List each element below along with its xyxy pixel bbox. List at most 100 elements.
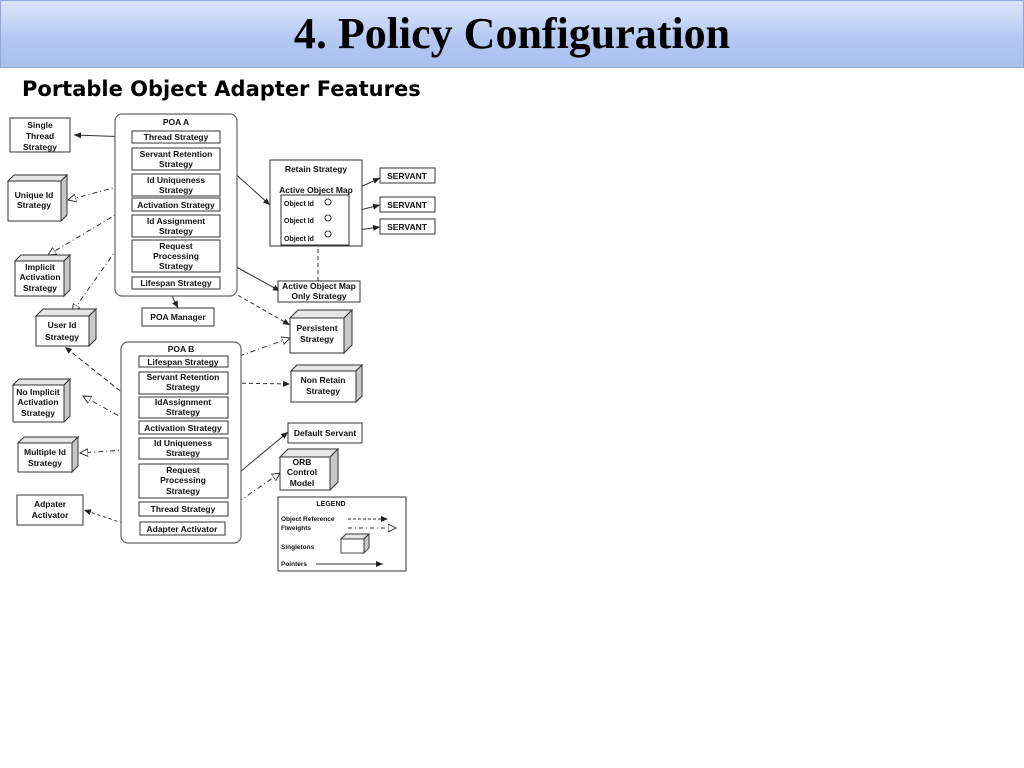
conn-activator-adpater bbox=[83, 509, 141, 530]
adpater-activator-box bbox=[16, 494, 84, 526]
poa-a-thread-label: Thread Strategy bbox=[144, 132, 209, 142]
orb-control-box-side bbox=[329, 447, 339, 492]
poa-a-uniqueness-label-2: Strategy bbox=[159, 185, 193, 195]
slide-title: 4. Policy Configuration bbox=[293, 9, 731, 58]
retain-strategy-title: Retain Strategy bbox=[285, 164, 348, 174]
multiple-id-label-1: Multiple Id bbox=[24, 447, 66, 457]
poa-b-lifespan-label: Lifespan Strategy bbox=[147, 357, 219, 367]
object-id-1: Object Id bbox=[284, 201, 314, 208]
poa-b-retention-box bbox=[138, 371, 229, 395]
poa-a-retention-label-2: Strategy bbox=[159, 159, 193, 169]
servant-box-1 bbox=[379, 167, 436, 184]
user-id-box-top bbox=[34, 308, 98, 317]
user-id-box bbox=[35, 315, 90, 347]
poa-b-thread-label: Thread Strategy bbox=[151, 504, 216, 514]
no-implicit-label-2: Activation bbox=[17, 397, 58, 407]
legend-singleton-icon bbox=[340, 538, 365, 554]
poa-a-assignment-label-1: Id Assignment bbox=[147, 216, 205, 226]
poa-a-uniqueness-label-1: Id Uniqueness bbox=[147, 175, 205, 185]
poa-a-request-label-3: Strategy bbox=[159, 261, 193, 271]
no-implicit-box bbox=[12, 384, 65, 423]
poa-a-request-label-1: Request bbox=[159, 241, 193, 251]
poa-diagram: POA A Thread Strategy Servant Retention … bbox=[6, 113, 436, 572]
persistent-box-top bbox=[288, 309, 354, 319]
no-implicit-label-3: Strategy bbox=[21, 408, 55, 418]
multiple-id-box-side bbox=[71, 435, 79, 474]
legend-flyweights: Flweights bbox=[281, 525, 311, 532]
active-map-only-label-2: Only Strategy bbox=[291, 291, 347, 301]
poa-a-activation-label: Activation Strategy bbox=[137, 200, 215, 210]
unique-id-box-side bbox=[60, 173, 68, 223]
single-thread-label-2: Thread bbox=[26, 131, 54, 141]
implicit-activation-label-2: Activation bbox=[19, 272, 60, 282]
poa-b-activation-label: Activation Strategy bbox=[144, 423, 222, 433]
poa-b-thread-box bbox=[138, 501, 229, 517]
persistent-box-side bbox=[343, 308, 353, 355]
servant-label-1: SERVANT bbox=[387, 171, 428, 181]
non-retain-box-side bbox=[355, 363, 363, 404]
poa-b-request-label-3: Strategy bbox=[166, 486, 200, 496]
active-map-only-box bbox=[277, 280, 361, 303]
poa-b-activator-box bbox=[139, 521, 226, 536]
poa-b-activator-label: Adapter Activator bbox=[146, 524, 218, 534]
poa-b-request-label-1: Request bbox=[166, 465, 200, 475]
poa-a-request-box bbox=[131, 239, 221, 273]
poa-a-thread-box bbox=[131, 130, 221, 144]
slide-subtitle: Portable Object Adapter Features bbox=[22, 77, 421, 101]
persistent-box bbox=[289, 317, 345, 354]
adpater-activator-label-2: Activator bbox=[32, 510, 70, 520]
persistent-label-1: Persistent bbox=[296, 323, 337, 333]
poa-b-assignment-label-1: IdAssignment bbox=[155, 397, 211, 407]
poa-a-retention-box bbox=[131, 147, 221, 171]
poa-b-uniqueness-label-2: Strategy bbox=[166, 448, 200, 458]
legend-title: LEGEND bbox=[316, 501, 345, 508]
poa-manager-label: POA Manager bbox=[150, 312, 206, 322]
servant-label-2: SERVANT bbox=[387, 200, 428, 210]
no-implicit-box-side bbox=[63, 377, 71, 424]
single-thread-box bbox=[9, 117, 71, 153]
non-retain-label-1: Non Retain bbox=[301, 375, 346, 385]
orb-control-label-2: Control bbox=[287, 467, 317, 477]
multiple-id-box-top bbox=[16, 436, 80, 444]
orb-control-box bbox=[279, 456, 331, 491]
poa-b-request-box bbox=[138, 463, 229, 499]
implicit-activation-label-3: Strategy bbox=[23, 283, 57, 293]
conn-poaA-manager bbox=[171, 295, 179, 309]
conn-activationB-noimplicit bbox=[83, 396, 140, 428]
unique-id-label-1: Unique Id bbox=[15, 190, 54, 200]
unique-id-box-top bbox=[6, 174, 69, 182]
non-retain-box-top bbox=[289, 364, 364, 372]
active-map-only-label-1: Active Object Map bbox=[282, 281, 356, 291]
poa-a-uniqueness-box bbox=[131, 173, 221, 197]
object-id-1-pointer bbox=[324, 198, 332, 206]
implicit-activation-label-1: Implicit bbox=[25, 262, 55, 272]
poa-manager-box bbox=[141, 307, 215, 327]
poa-b-activation-box bbox=[138, 420, 229, 435]
legend-box bbox=[277, 496, 407, 572]
no-implicit-label-1: No Implicit bbox=[16, 387, 60, 397]
object-id-2-pointer bbox=[324, 214, 332, 222]
no-implicit-box-top bbox=[11, 378, 72, 386]
poa-b-uniqueness-box bbox=[138, 437, 229, 460]
orb-control-label-1: ORB bbox=[293, 457, 312, 467]
conn-lifespanB-persistent bbox=[227, 338, 290, 361]
unique-id-box bbox=[7, 180, 62, 222]
legend-pointers: Pointers bbox=[281, 561, 307, 568]
implicit-activation-box-side bbox=[63, 253, 71, 298]
object-id-3-pointer bbox=[324, 230, 332, 238]
single-thread-label-1: Single bbox=[27, 120, 53, 130]
implicit-activation-box-top bbox=[13, 254, 72, 262]
orb-control-label-3: Model bbox=[290, 478, 315, 488]
legend-singletons: Singletons bbox=[281, 544, 315, 551]
poa-a-lifespan-box bbox=[131, 276, 221, 290]
servant-box-2 bbox=[379, 196, 436, 213]
object-id-3: Object Id bbox=[284, 236, 314, 243]
poa-b-uniqueness-label-1: Id Uniqueness bbox=[154, 438, 212, 448]
conn-uniquenessB-multiple bbox=[80, 449, 140, 453]
multiple-id-label-2: Strategy bbox=[28, 458, 62, 468]
servant-label-3: SERVANT bbox=[387, 222, 428, 232]
object-id-2: Object Id bbox=[284, 218, 314, 225]
persistent-label-2: Strategy bbox=[300, 334, 334, 344]
poa-b-assignment-box bbox=[138, 396, 229, 419]
poa-b-assignment-label-2: Strategy bbox=[166, 407, 200, 417]
